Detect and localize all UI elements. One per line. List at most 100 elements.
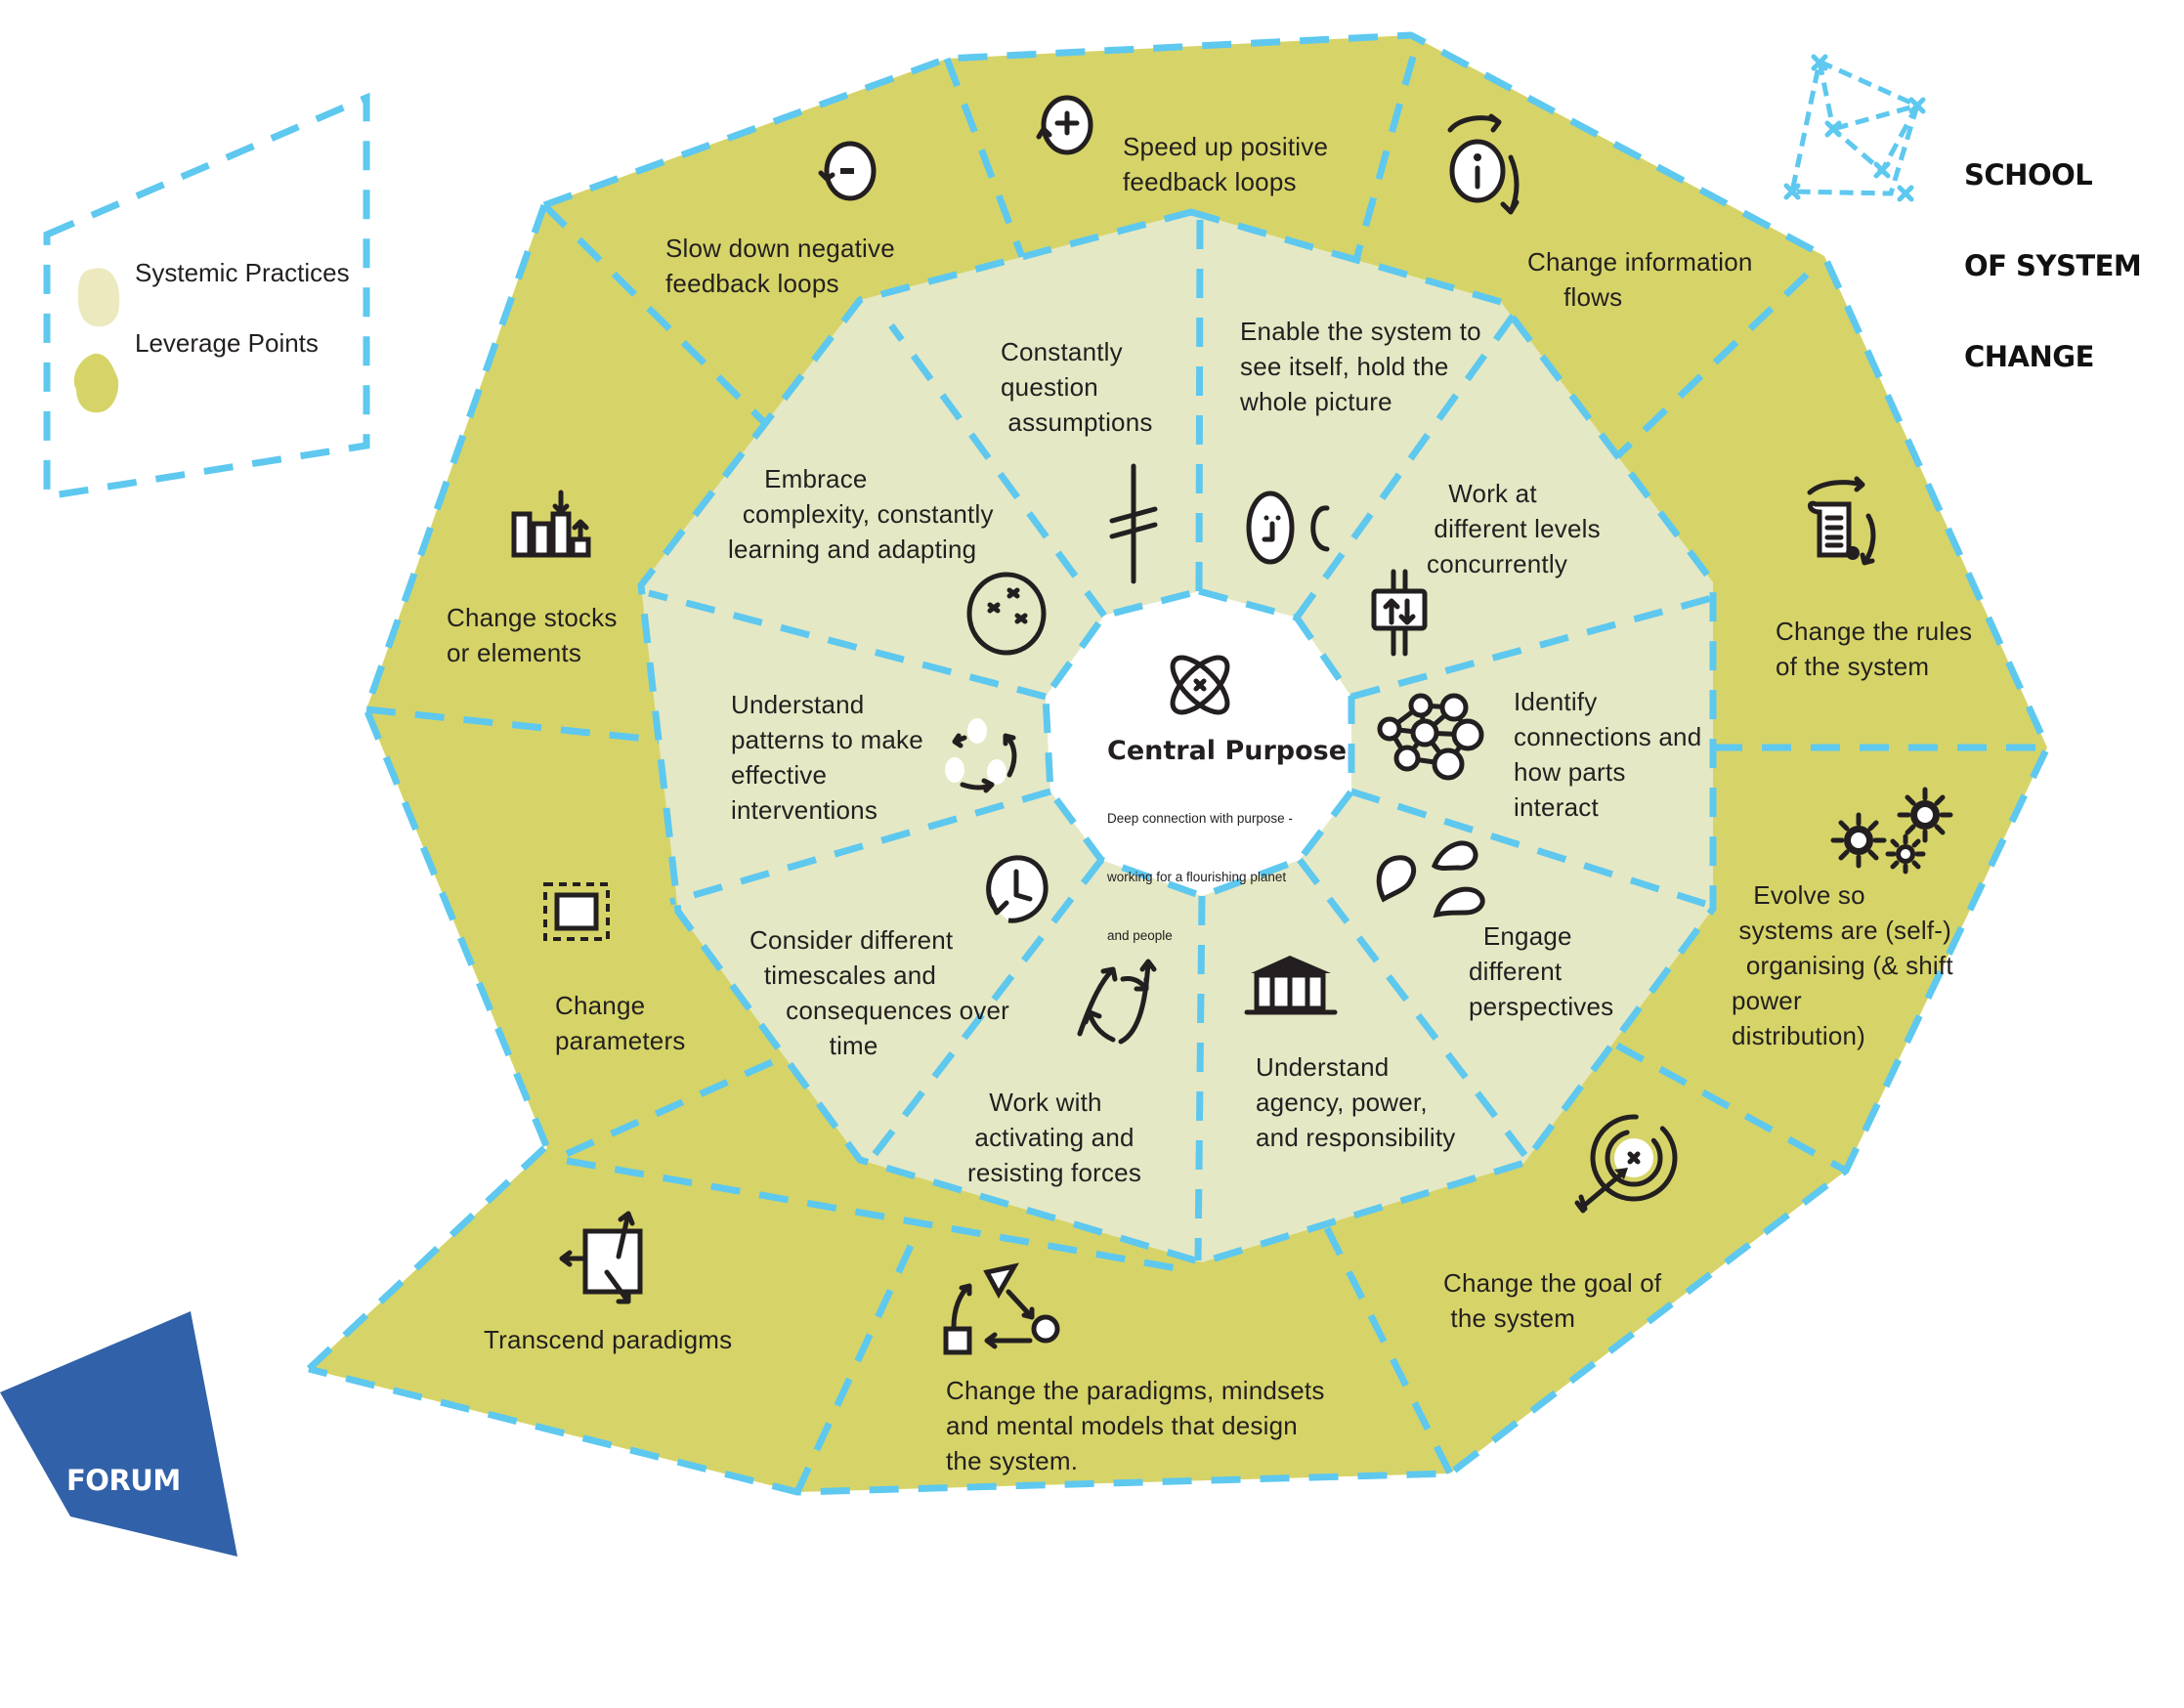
leverage-dividers: [306, 56, 2040, 1494]
label-line: power: [1732, 986, 1802, 1015]
practice-dividers: [648, 216, 1713, 1261]
forum-logo-shape: [0, 1311, 237, 1557]
label-line: or elements: [447, 638, 582, 667]
divider: [1615, 1042, 1848, 1174]
central-purpose-line: and people: [1107, 928, 1173, 943]
pole-icon: [1109, 463, 1158, 584]
label-line: flows: [1527, 282, 1623, 312]
label-line: Consider different: [749, 925, 954, 955]
divider: [943, 57, 1040, 295]
label-line: Change information: [1527, 247, 1753, 277]
stocks-bars-icon: [511, 490, 591, 558]
label-line: Embrace: [728, 464, 868, 493]
forum-logo-line: FORUM: [66, 1464, 181, 1497]
forum-logo-line: FOR THE: [66, 1555, 201, 1588]
label-line: distribution): [1732, 1021, 1865, 1050]
label-line: the system: [1443, 1303, 1576, 1333]
central-purpose-description: Deep connection with purpose - working f…: [1107, 770, 1293, 965]
legend-label-systemic-practices: Systemic Practices: [135, 258, 350, 287]
parameter-box-icon: [543, 882, 610, 941]
label-line: connections and: [1514, 722, 1702, 751]
label-line: and mental models that design: [946, 1411, 1298, 1440]
divider: [560, 1058, 774, 1160]
label-line: perspectives: [1469, 992, 1614, 1021]
divider: [888, 322, 1107, 619]
central-purpose-line: Deep connection with purpose -: [1107, 811, 1293, 826]
label-line: how parts: [1514, 757, 1626, 787]
divider: [541, 202, 775, 433]
label-line: parameters: [555, 1026, 686, 1055]
legend-label-leverage-points: Leverage Points: [135, 328, 319, 358]
negative-loop-icon: [818, 141, 877, 201]
label-line: Change the paradigms, mindsets: [946, 1376, 1325, 1405]
label-line: complexity, constantly: [728, 499, 994, 529]
label-line: time: [749, 1031, 878, 1060]
school-logo-line: OF SYSTEM: [1964, 249, 2142, 282]
practice-agency: Understand agency, power, and responsibili…: [1256, 1049, 1456, 1155]
label-line: systems are (self-): [1732, 916, 1952, 945]
forum-logo-line: FUTURE: [66, 1645, 190, 1679]
label-line: effective: [731, 760, 828, 790]
leverage-point-paradigms: Change the paradigms, mindsets and mental…: [946, 1373, 1325, 1478]
opposing-arrows-icon: [1077, 959, 1157, 1045]
label-line: consequences over: [749, 996, 1009, 1025]
central-purpose-area: [1046, 591, 1351, 896]
label-line: whole picture: [1240, 387, 1392, 416]
label-line: and responsibility: [1256, 1123, 1456, 1152]
label-line: Work with: [967, 1088, 1102, 1117]
divider: [669, 788, 1051, 906]
elevator-icon: [1371, 569, 1428, 657]
target-icon: [1574, 1114, 1678, 1214]
label-line: Understand: [731, 690, 865, 719]
label-line: patterns to make: [731, 725, 923, 754]
gears-icon: [1830, 787, 1953, 875]
label-line: learning and adapting: [728, 534, 977, 564]
label-line: different: [1469, 957, 1563, 986]
central-purpose-title: Central Purpose: [1107, 736, 1348, 766]
positive-loop-icon: [1036, 95, 1093, 155]
label-line: concurrently: [1427, 549, 1568, 578]
label-line: interventions: [731, 795, 878, 825]
central-outline: [1042, 587, 1355, 900]
ring-outline-left: [363, 203, 551, 1150]
label-line: feedback loops: [665, 269, 839, 298]
label-line: feedback loops: [1123, 167, 1297, 196]
practice-perspectives: Engage different perspectives: [1469, 918, 1613, 1024]
label-line: Engage: [1469, 921, 1572, 951]
practice-complexity: Embrace complexity, constantly learning a…: [728, 461, 994, 567]
clock-icon: [986, 855, 1049, 923]
label-line: question: [1001, 372, 1098, 402]
label-line: Understand: [1256, 1052, 1390, 1082]
label-line: Transcend paradigms: [484, 1325, 733, 1354]
network-icon: [1377, 693, 1484, 781]
label-line: agency, power,: [1256, 1088, 1428, 1117]
label-line: different levels: [1427, 514, 1601, 543]
divider: [365, 705, 665, 745]
label-line: Change: [555, 991, 646, 1020]
divider: [648, 589, 1047, 701]
practice-timescales: Consider different timescales and conseq…: [749, 922, 1009, 1063]
divider: [1349, 788, 1707, 908]
label-line: timescales and: [749, 961, 937, 990]
leverage-point-parameters: Change parameters: [555, 988, 686, 1058]
divider: [1194, 895, 1206, 1261]
pattern-cycle-icon: [945, 718, 1017, 793]
label-line: Evolve so: [1732, 880, 1865, 910]
label-line: the system.: [946, 1446, 1079, 1475]
cycle-shapes-icon: [943, 1262, 1060, 1355]
divider: [306, 1145, 547, 1372]
divider: [1195, 216, 1204, 592]
practices-outline: [637, 208, 1717, 1266]
leverage-point-self-organising: Evolve so systems are (self-) organising…: [1732, 877, 1953, 1053]
label-line: Constantly: [1001, 337, 1123, 366]
label-line: interact: [1514, 792, 1599, 822]
school-logo-line: CHANGE: [1964, 340, 2094, 373]
school-logo-mark: [1783, 54, 1926, 202]
